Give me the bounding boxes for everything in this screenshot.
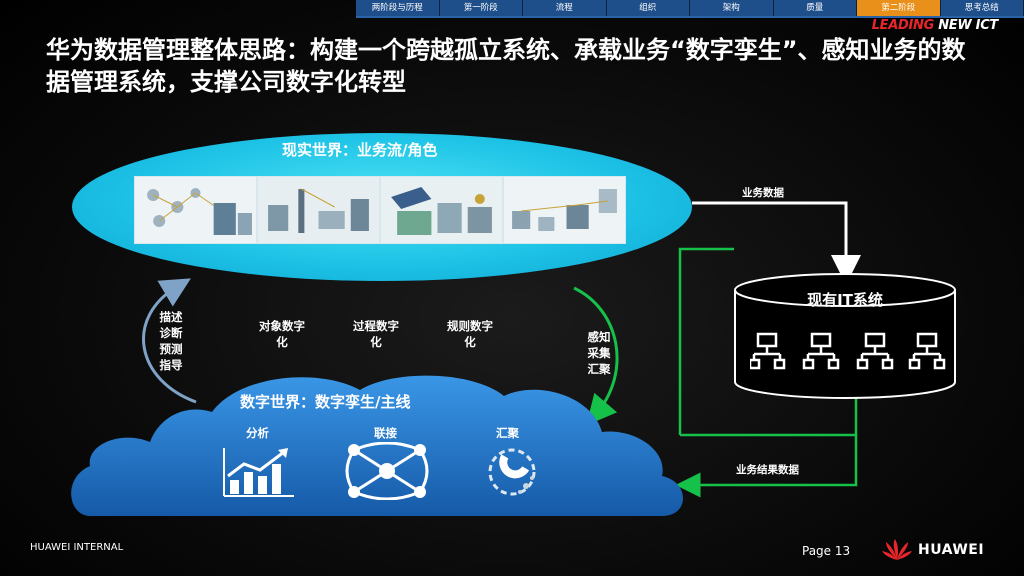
rule-digitization-label: 规则数字化 bbox=[447, 319, 493, 349]
brand-slogan: LEADING NEW ICT bbox=[871, 18, 999, 33]
connect-label: 联接 bbox=[374, 426, 397, 440]
nav-tab-phase-one[interactable]: 第一阶段 bbox=[439, 0, 523, 16]
huawei-logo: HUAWEI bbox=[882, 538, 984, 562]
workshop-scene-photo bbox=[504, 177, 625, 243]
huawei-flower-icon bbox=[882, 539, 912, 560]
huawei-logo-text: HUAWEI bbox=[918, 542, 985, 558]
brand-new-ict: NEW ICT bbox=[934, 18, 998, 33]
aggregate-label: 汇聚 bbox=[496, 426, 519, 440]
digital-world-title: 数字世界：数字孪生/主线 bbox=[240, 393, 411, 411]
business-result-data-label: 业务结果数据 bbox=[736, 464, 799, 476]
business-photos bbox=[134, 176, 626, 244]
object-digitization-label: 对象数字化 bbox=[259, 319, 305, 349]
bar-chart-icon bbox=[223, 448, 294, 497]
nav-tab-organization[interactable]: 组织 bbox=[606, 0, 690, 16]
nav-tab-summary[interactable]: 思考总结 bbox=[940, 0, 1024, 16]
network-node-icon bbox=[908, 332, 946, 370]
it-to-digital-green-line bbox=[680, 398, 858, 437]
page-number: Page 13 bbox=[802, 544, 851, 558]
nav-tab-quality[interactable]: 质量 bbox=[773, 0, 857, 16]
nav-tab-stages[interactable]: 两阶段与历程 bbox=[356, 0, 440, 16]
network-node-icon bbox=[802, 332, 840, 370]
industrial-scene-photo bbox=[258, 177, 379, 243]
network-node-icon bbox=[750, 332, 786, 370]
page-title: 华为数据管理整体思路：构建一个跨越孤立系统、承载业务“数字孪生”、感知业务的数据… bbox=[46, 36, 966, 96]
nav-tab-process[interactable]: 流程 bbox=[523, 0, 607, 16]
it-system-cylinder bbox=[734, 273, 956, 399]
describe-diagnose-predict-guide-text: 描述诊断预测指导 bbox=[159, 310, 183, 372]
magnet-icon bbox=[488, 448, 536, 496]
network-node-icon bbox=[856, 332, 894, 370]
network-icon bbox=[345, 442, 429, 500]
top-nav: 两阶段与历程 第一阶段 流程 组织 架构 质量 第二阶段 思考总结 bbox=[356, 0, 1024, 16]
business-data-arrow bbox=[692, 201, 861, 285]
nav-tab-phase-two[interactable]: 第二阶段 bbox=[857, 0, 941, 16]
footer-internal: HUAWEI INTERNAL bbox=[30, 542, 124, 553]
business-data-label: 业务数据 bbox=[742, 187, 784, 199]
real-world-label: 现实世界：业务流/角色 bbox=[282, 141, 438, 159]
it-system-title: 现有IT系统 bbox=[807, 291, 883, 309]
solar-scene-photo bbox=[381, 177, 502, 243]
process-digitization-label: 过程数字化 bbox=[353, 319, 399, 349]
sense-collect-aggregate-text: 感知采集汇聚 bbox=[587, 330, 611, 376]
nav-underline bbox=[356, 16, 1024, 18]
brand-leading: LEADING bbox=[871, 18, 935, 33]
network-node-icons bbox=[750, 332, 946, 370]
analysis-label: 分析 bbox=[246, 426, 269, 440]
nav-tab-architecture[interactable]: 架构 bbox=[690, 0, 774, 16]
network-scene-photo bbox=[135, 177, 256, 243]
